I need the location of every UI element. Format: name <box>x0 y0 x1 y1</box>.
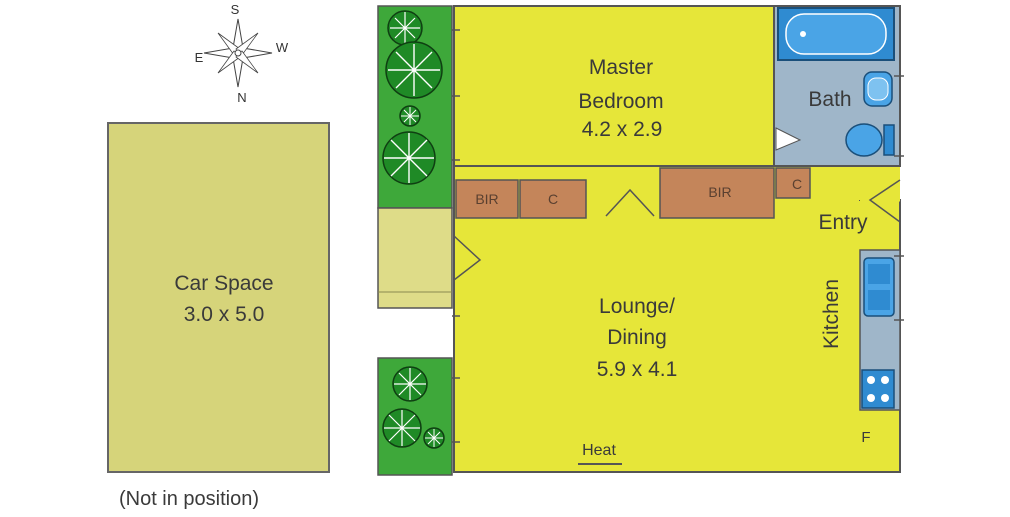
tree-icon <box>382 408 422 448</box>
lounge-dining-dimensions: 5.9 x 4.1 <box>597 358 678 381</box>
car-space-label: Car Space <box>174 272 273 295</box>
compass-north-label: N <box>237 90 246 105</box>
fridge-label: F <box>861 429 870 446</box>
tree-icon <box>387 10 423 46</box>
kitchen-label: Kitchen <box>820 279 843 349</box>
heater: Heat <box>578 442 622 465</box>
entry-label: Entry <box>818 211 868 234</box>
car-space-dimensions: 3.0 x 5.0 <box>184 303 265 326</box>
robe-bir-right: BIR <box>659 167 775 219</box>
tree-icon <box>423 427 445 449</box>
c-left-label: C <box>548 191 558 207</box>
robe-bir-left: BIR <box>455 179 519 219</box>
master-bedroom <box>453 5 775 167</box>
bedroom-door <box>605 188 655 217</box>
courtyard-door <box>453 235 482 281</box>
master-bedroom-dimensions: 4.2 x 2.9 <box>582 118 663 141</box>
robe-c-right: C <box>775 167 811 199</box>
compass-rose: S N E W <box>195 2 289 105</box>
bir-left-label: BIR <box>475 191 498 207</box>
car-space: Car Space 3.0 x 5.0 <box>107 122 330 473</box>
robe-c-left: C <box>519 179 587 219</box>
tree-icon <box>392 366 428 402</box>
windows <box>452 29 904 443</box>
tree-icon <box>399 105 421 127</box>
kitchen-bench <box>859 249 901 411</box>
compass-west-label: W <box>276 40 289 55</box>
master-bedroom-label-line1: Master <box>589 56 653 79</box>
lounge-dining-label-line2: Dining <box>607 326 667 349</box>
car-space-note: (Not in position) <box>119 488 259 510</box>
bathroom <box>773 5 901 167</box>
compass-east-label: E <box>195 50 204 65</box>
heat-label: Heat <box>582 442 616 459</box>
bir-right-label: BIR <box>708 184 731 200</box>
lounge-dining-label-line1: Lounge/ <box>599 295 675 318</box>
entry-door <box>868 179 901 223</box>
compass-south-label: S <box>231 2 240 17</box>
tree-icon <box>385 41 443 99</box>
c-right-label: C <box>792 176 802 192</box>
courtyard <box>377 207 453 309</box>
bath-label: Bath <box>808 88 851 111</box>
master-bedroom-label-line2: Bedroom <box>578 90 663 113</box>
tree-icon <box>382 131 436 185</box>
